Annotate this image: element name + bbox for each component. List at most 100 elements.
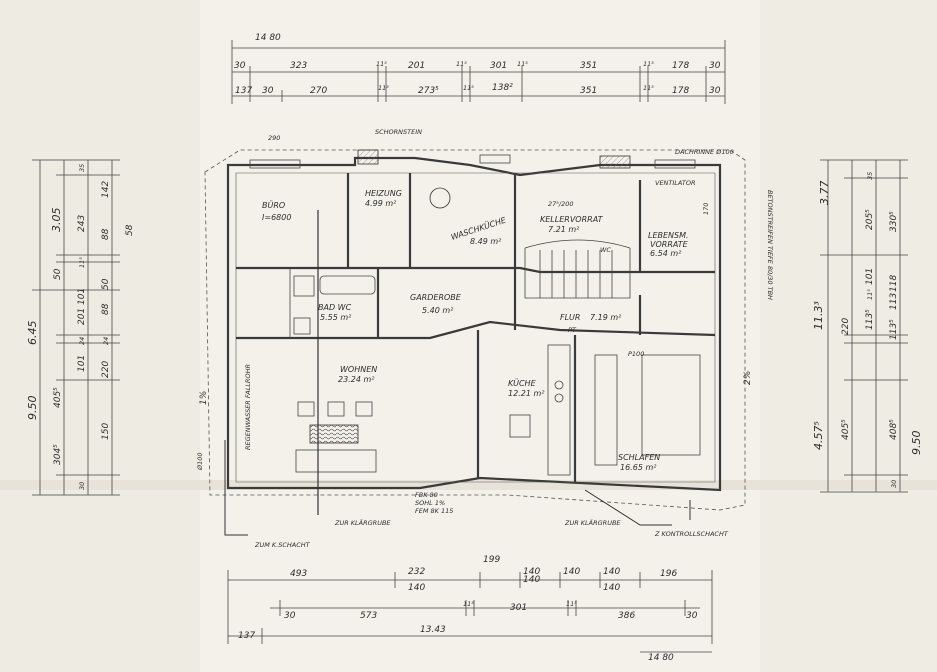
room-keller-name: KELLERVORRAT [540, 215, 604, 224]
svg-text:273⁵: 273⁵ [418, 86, 439, 96]
svg-text:24: 24 [78, 337, 86, 345]
left-dim-col2: 30 101 24 11⁵ 88 50 88 142 [77, 181, 111, 490]
svg-text:301: 301 [510, 603, 527, 613]
kitchen-counter [509, 344, 571, 476]
svg-text:301: 301 [490, 61, 507, 71]
drain-lines [224, 210, 691, 536]
svg-text:30: 30 [78, 482, 86, 490]
svg-text:4.57⁵: 4.57⁵ [812, 421, 825, 450]
svg-text:30: 30 [686, 611, 698, 621]
svg-text:30: 30 [262, 86, 274, 96]
left-dim-col1: 405⁵ 304⁵ 201 243 35 [53, 164, 87, 465]
room-lebens-area2: 6.54 m² [650, 249, 682, 258]
svg-text:220: 220 [841, 318, 851, 335]
svg-text:140: 140 [408, 583, 425, 593]
right-dim-col2: 408⁵ 113⁵ 113 118 330⁵ 30 [889, 211, 899, 488]
room-heizung-area: 4.99 m² [365, 199, 397, 208]
top-dimension-lines [231, 40, 726, 104]
room-wohnen-area: 23.24 m² [338, 375, 375, 384]
svg-text:304⁵: 304⁵ [53, 444, 63, 465]
wardrobe [594, 354, 618, 466]
svg-text:243: 243 [77, 215, 87, 232]
label-290: 290 [268, 134, 280, 142]
svg-text:35: 35 [78, 164, 86, 172]
label-regenwasser: REGENWASSER FALLROHR [244, 364, 252, 450]
svg-text:30: 30 [709, 61, 721, 71]
svg-text:351: 351 [580, 86, 597, 96]
room-flur-name: FLUR [560, 313, 580, 322]
svg-text:140: 140 [523, 575, 540, 585]
room-garderobe-name: GARDEROBE [410, 293, 462, 302]
sofa [295, 449, 377, 473]
bottom-total-dim: 14 80 [648, 653, 674, 663]
svg-text:205⁵: 205⁵ [865, 209, 875, 230]
svg-text:11⁵: 11⁵ [643, 84, 654, 92]
svg-text:35: 35 [866, 172, 874, 180]
svg-text:220: 220 [101, 361, 111, 378]
label-sohl: SOHL 1% [415, 499, 445, 507]
room-labels: BÜRO I=6800 HEIZUNG 4.99 m² WASCHKÜCHE 8… [262, 189, 689, 472]
bottom-dimension-lines [227, 570, 713, 653]
svg-text:330⁵: 330⁵ [889, 211, 899, 232]
svg-text:150: 150 [101, 423, 111, 440]
label-ventilator: VENTILATOR [655, 179, 696, 187]
chimney [357, 149, 631, 209]
label-zum-schacht: ZUM K.SCHACHT [254, 541, 311, 549]
label-p100: P100 [628, 350, 644, 358]
room-buero-area: I=6800 [262, 213, 291, 222]
svg-text:11⁵: 11⁵ [78, 257, 86, 268]
outer-wall [226, 156, 722, 492]
room-heizung-name: HEIZUNG [365, 189, 402, 198]
svg-text:232: 232 [408, 567, 425, 577]
svg-text:140: 140 [563, 567, 580, 577]
wall-middle-divider [236, 320, 716, 340]
label-schornstein: SCHORNSTEIN [375, 128, 422, 136]
right-dim-col1: 405⁵ 220 113⁵ 101 11⁵ 205⁵ 35 [841, 172, 875, 440]
room-flur-area: 7.19 m² [590, 313, 622, 322]
room-buero-name: BÜRO [262, 200, 285, 210]
room-lebens-area: VORRATE [650, 240, 689, 249]
room-wasch-area: 8.49 m² [470, 237, 502, 246]
svg-text:351: 351 [580, 61, 597, 71]
svg-text:88: 88 [101, 303, 111, 315]
svg-text:140: 140 [603, 567, 620, 577]
svg-text:13.43: 13.43 [420, 625, 446, 635]
label-wc: WC [600, 246, 611, 254]
room-kueche-area: 12.21 m² [508, 389, 545, 398]
svg-text:386: 386 [618, 611, 635, 621]
svg-text:9.50: 9.50 [26, 396, 39, 421]
svg-text:88: 88 [101, 228, 111, 240]
left-dim-col3: 150 220 24 101 50 58 [53, 224, 135, 440]
svg-text:270: 270 [310, 86, 327, 96]
label-zur-klaergrube-2: ZUR KLÄRGRUBE [564, 518, 621, 527]
room-schlafen-name: SCHLAFEN [618, 453, 660, 462]
svg-text:11⁵: 11⁵ [378, 84, 389, 92]
svg-text:101: 101 [865, 268, 875, 285]
label-zur-klaergrube: ZUR KLÄRGRUBE [334, 518, 391, 527]
svg-text:573: 573 [360, 611, 377, 621]
svg-text:50: 50 [101, 278, 111, 290]
label-slope-left: 1% [199, 391, 209, 405]
left-dim-outer: 9.50 6.45 3.05 [26, 208, 63, 421]
right-dim-outer: 9.50 4.57⁵ 11.3³ 3.77 [812, 181, 923, 456]
top-dim-row1: 30 323 11⁵ 201 11⁵ 301 11⁵ 351 11⁵ 178 3… [234, 60, 721, 71]
svg-text:201: 201 [408, 61, 425, 71]
room-kueche-name: KÜCHE [508, 378, 537, 388]
svg-text:30: 30 [284, 611, 296, 621]
svg-text:11.3³: 11.3³ [812, 301, 825, 330]
svg-text:199: 199 [483, 555, 500, 565]
room-wohnen-name: WOHNEN [340, 365, 377, 374]
svg-text:11⁵: 11⁵ [463, 84, 474, 92]
svg-text:113⁵: 113⁵ [865, 309, 875, 330]
svg-text:142: 142 [101, 181, 111, 198]
svg-text:137: 137 [238, 631, 255, 641]
room-keller-area: 7.21 m² [548, 225, 580, 234]
outer-plinth-line [204, 149, 746, 511]
svg-text:9.50: 9.50 [910, 431, 923, 456]
room-lebens-name: LEBENSM. [648, 231, 689, 240]
svg-text:196: 196 [660, 569, 677, 579]
svg-text:11⁵: 11⁵ [456, 60, 467, 68]
paper-fold-left [0, 0, 200, 672]
